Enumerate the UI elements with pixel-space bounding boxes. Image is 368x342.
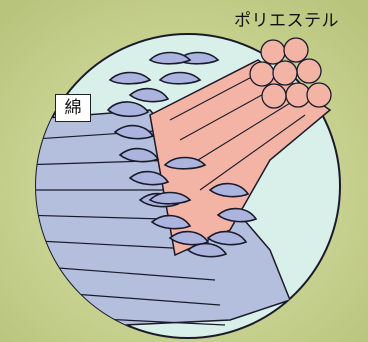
- polyester-label: ポリエステル: [234, 6, 339, 31]
- cotton-label: 綿: [55, 94, 91, 122]
